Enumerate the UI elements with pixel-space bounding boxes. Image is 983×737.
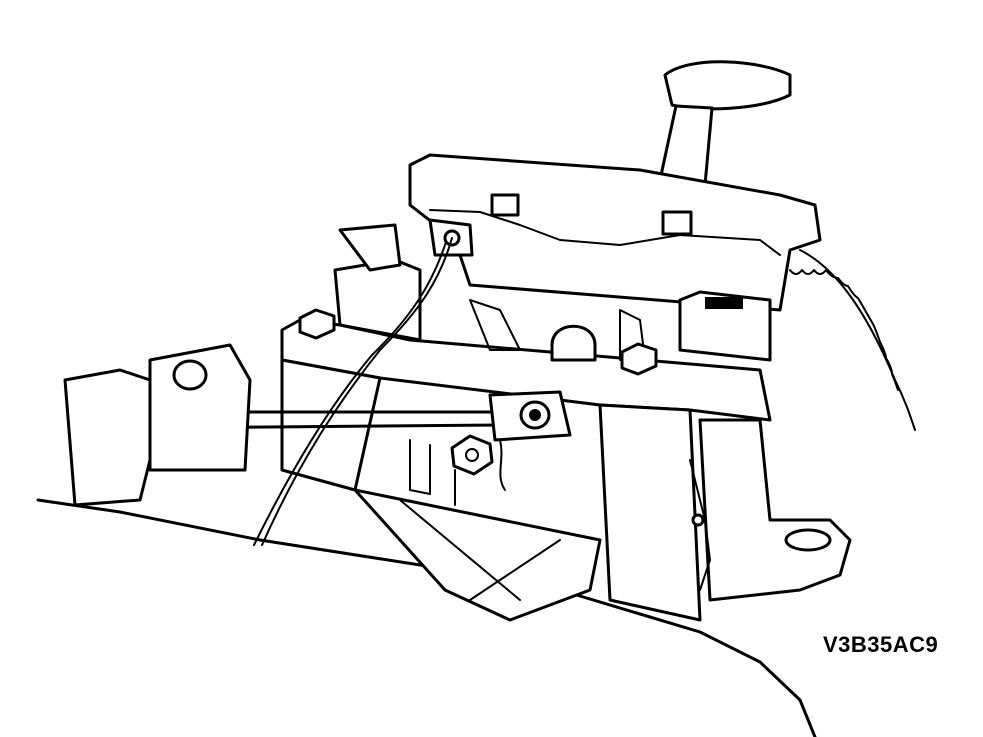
mount-hole <box>784 528 832 552</box>
shift-boot <box>799 249 916 431</box>
bezel-tab-right <box>661 210 693 236</box>
lower-brace <box>353 488 602 622</box>
bezel-inner-edge <box>429 209 781 256</box>
housing-rib-1 <box>469 299 521 351</box>
latch-pivot <box>691 513 705 527</box>
bolt-head-right <box>620 342 658 376</box>
mount-flange <box>698 418 852 602</box>
lower-brace-diagonal-2 <box>469 539 561 601</box>
housing-lower-right <box>598 403 702 622</box>
upper-block-right <box>678 290 772 362</box>
wiring-harness-1 <box>261 237 453 546</box>
figure-code-label: V3B35AC9 <box>823 632 939 657</box>
cable-bracket-left <box>63 368 152 507</box>
bolt-nut-center <box>450 434 494 476</box>
latch-lever <box>689 459 711 591</box>
detent-spring <box>499 439 506 491</box>
shift-knob <box>663 60 792 111</box>
spring-clip <box>338 223 402 272</box>
interior-post-1 <box>409 439 431 495</box>
shift-boot-scallop <box>789 269 899 391</box>
bolt-head-left <box>298 308 336 340</box>
cable-housing-end-pin <box>529 409 541 421</box>
upper-block-right-pad <box>705 297 743 309</box>
lower-brace-diagonal-1 <box>399 499 521 601</box>
wiring-harness-2 <box>253 241 447 546</box>
shift-stalk <box>658 104 714 187</box>
bezel-tab-left <box>490 193 520 217</box>
housing-dome <box>550 324 597 362</box>
cable-bracket-hole <box>172 359 208 391</box>
bolt-nut-center-hole <box>465 448 479 462</box>
